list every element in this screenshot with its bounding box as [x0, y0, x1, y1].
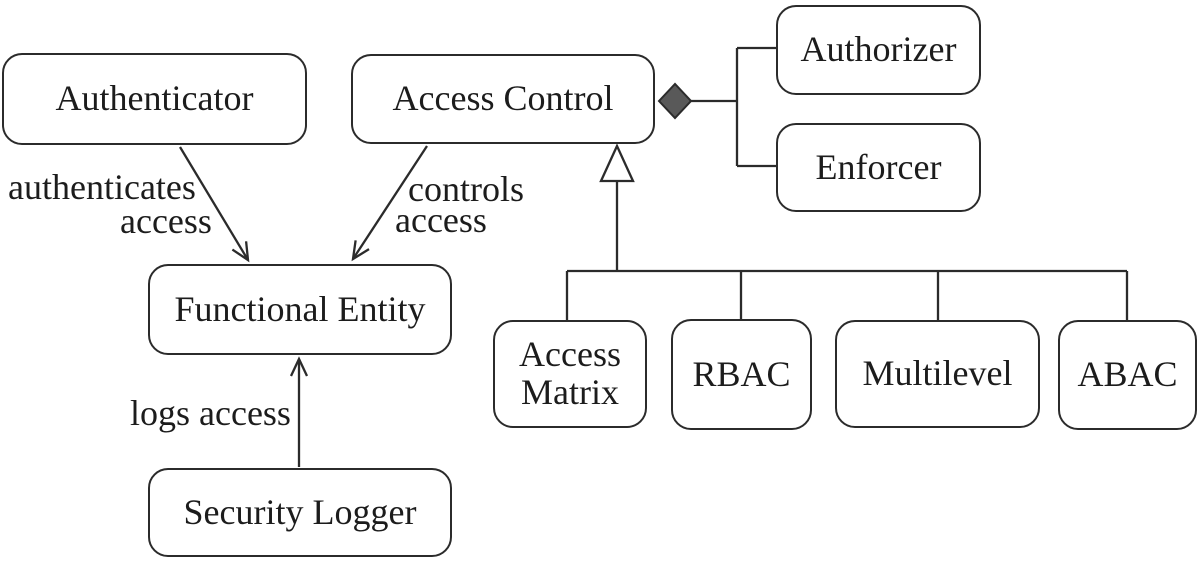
node-authenticator: Authenticator	[2, 53, 307, 145]
node-access-matrix: Access Matrix	[493, 320, 647, 428]
node-authenticator-label: Authenticator	[55, 78, 254, 119]
node-multilevel-label: Multilevel	[862, 353, 1013, 394]
association-arrow-controls	[351, 145, 428, 262]
node-multilevel: Multilevel	[835, 320, 1040, 428]
node-abac: ABAC	[1058, 320, 1197, 430]
composition-diamond-icon	[657, 82, 693, 120]
node-security-logger-label: Security Logger	[183, 491, 417, 532]
node-enforcer-label: Enforcer	[815, 146, 942, 187]
edge-label-logs-access: logs access	[130, 393, 291, 433]
composition-connector-lines	[691, 46, 776, 168]
generalization-connector-lines	[565, 181, 1129, 320]
association-arrow-authenticates	[179, 146, 250, 263]
edge-label-authenticates-line1: authenticates	[8, 167, 196, 207]
node-functional-entity-label: Functional Entity	[174, 288, 426, 329]
node-access-control-label: Access Control	[392, 78, 614, 119]
node-access-matrix-label-line1: Access	[519, 334, 621, 375]
node-access-matrix-label-line2: Matrix	[521, 372, 619, 412]
edge-label-controls-line1: controls	[408, 169, 524, 209]
node-functional-entity: Functional Entity	[148, 264, 452, 355]
node-rbac-label: RBAC	[692, 353, 791, 394]
node-security-logger: Security Logger	[148, 468, 452, 557]
edge-label-authenticates-line2: access	[120, 201, 212, 241]
node-enforcer: Enforcer	[776, 123, 981, 212]
edge-label-controls-line2: access	[395, 200, 487, 240]
node-authorizer-label: Authorizer	[800, 29, 957, 70]
node-access-control: Access Control	[351, 54, 655, 144]
node-rbac: RBAC	[671, 319, 812, 430]
node-authorizer: Authorizer	[776, 5, 981, 95]
node-abac-label: ABAC	[1077, 354, 1178, 395]
generalization-triangle-icon	[599, 143, 635, 183]
